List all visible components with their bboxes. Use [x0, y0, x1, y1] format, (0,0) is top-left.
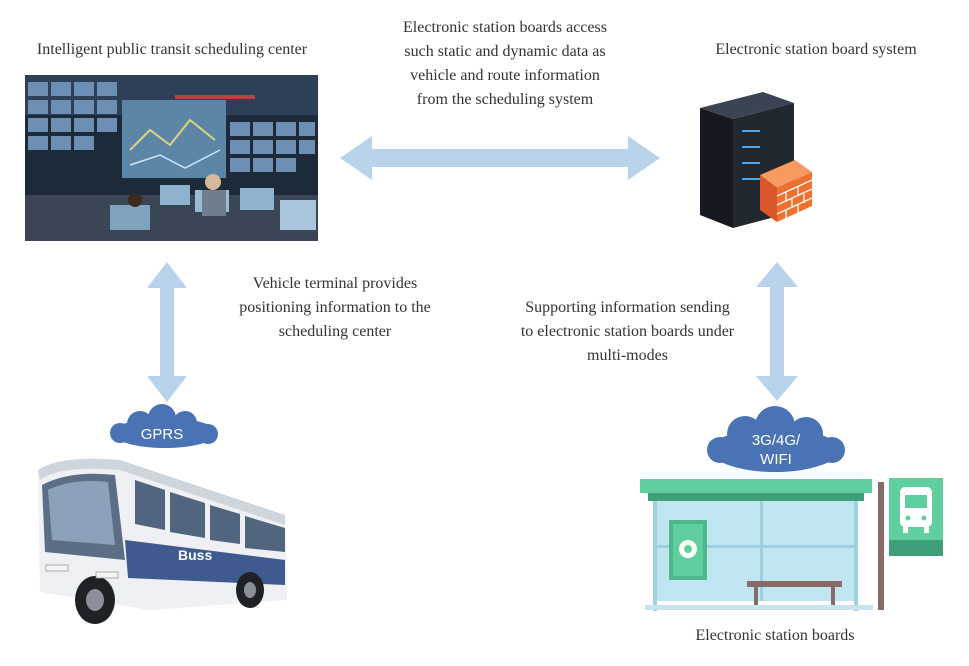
- bidirectional-arrow-left-vertical: [147, 262, 187, 402]
- board-system-title: Electronic station board system: [715, 41, 917, 58]
- gprs-label: GPRS: [141, 426, 184, 443]
- bidirectional-arrow-right-vertical: [756, 262, 798, 401]
- firewall-icon: [760, 160, 813, 222]
- left-arrow-label: Vehicle terminal provides positioning in…: [239, 275, 431, 340]
- scheduling-center-photo: [25, 75, 318, 241]
- bidirectional-arrow-horizontal: [340, 136, 660, 180]
- top-arrow-label: Electronic station boards access such st…: [403, 19, 607, 108]
- wireless-label-line2: WIFI: [760, 451, 792, 468]
- right-arrow-label: Supporting information sending to electr…: [520, 299, 735, 364]
- gprs-cloud-icon: [110, 404, 218, 448]
- wireless-label-line1: 3G/4G/: [752, 432, 801, 449]
- bus-station-icon: [640, 478, 943, 611]
- scheduling-center-title: Intelligent public transit scheduling ce…: [36, 41, 308, 58]
- bus-side-text: Buss: [178, 547, 212, 563]
- station-boards-title: Electronic station boards: [695, 627, 855, 644]
- bus-icon: Buss: [38, 458, 287, 624]
- wireless-cloud-icon: [707, 406, 845, 472]
